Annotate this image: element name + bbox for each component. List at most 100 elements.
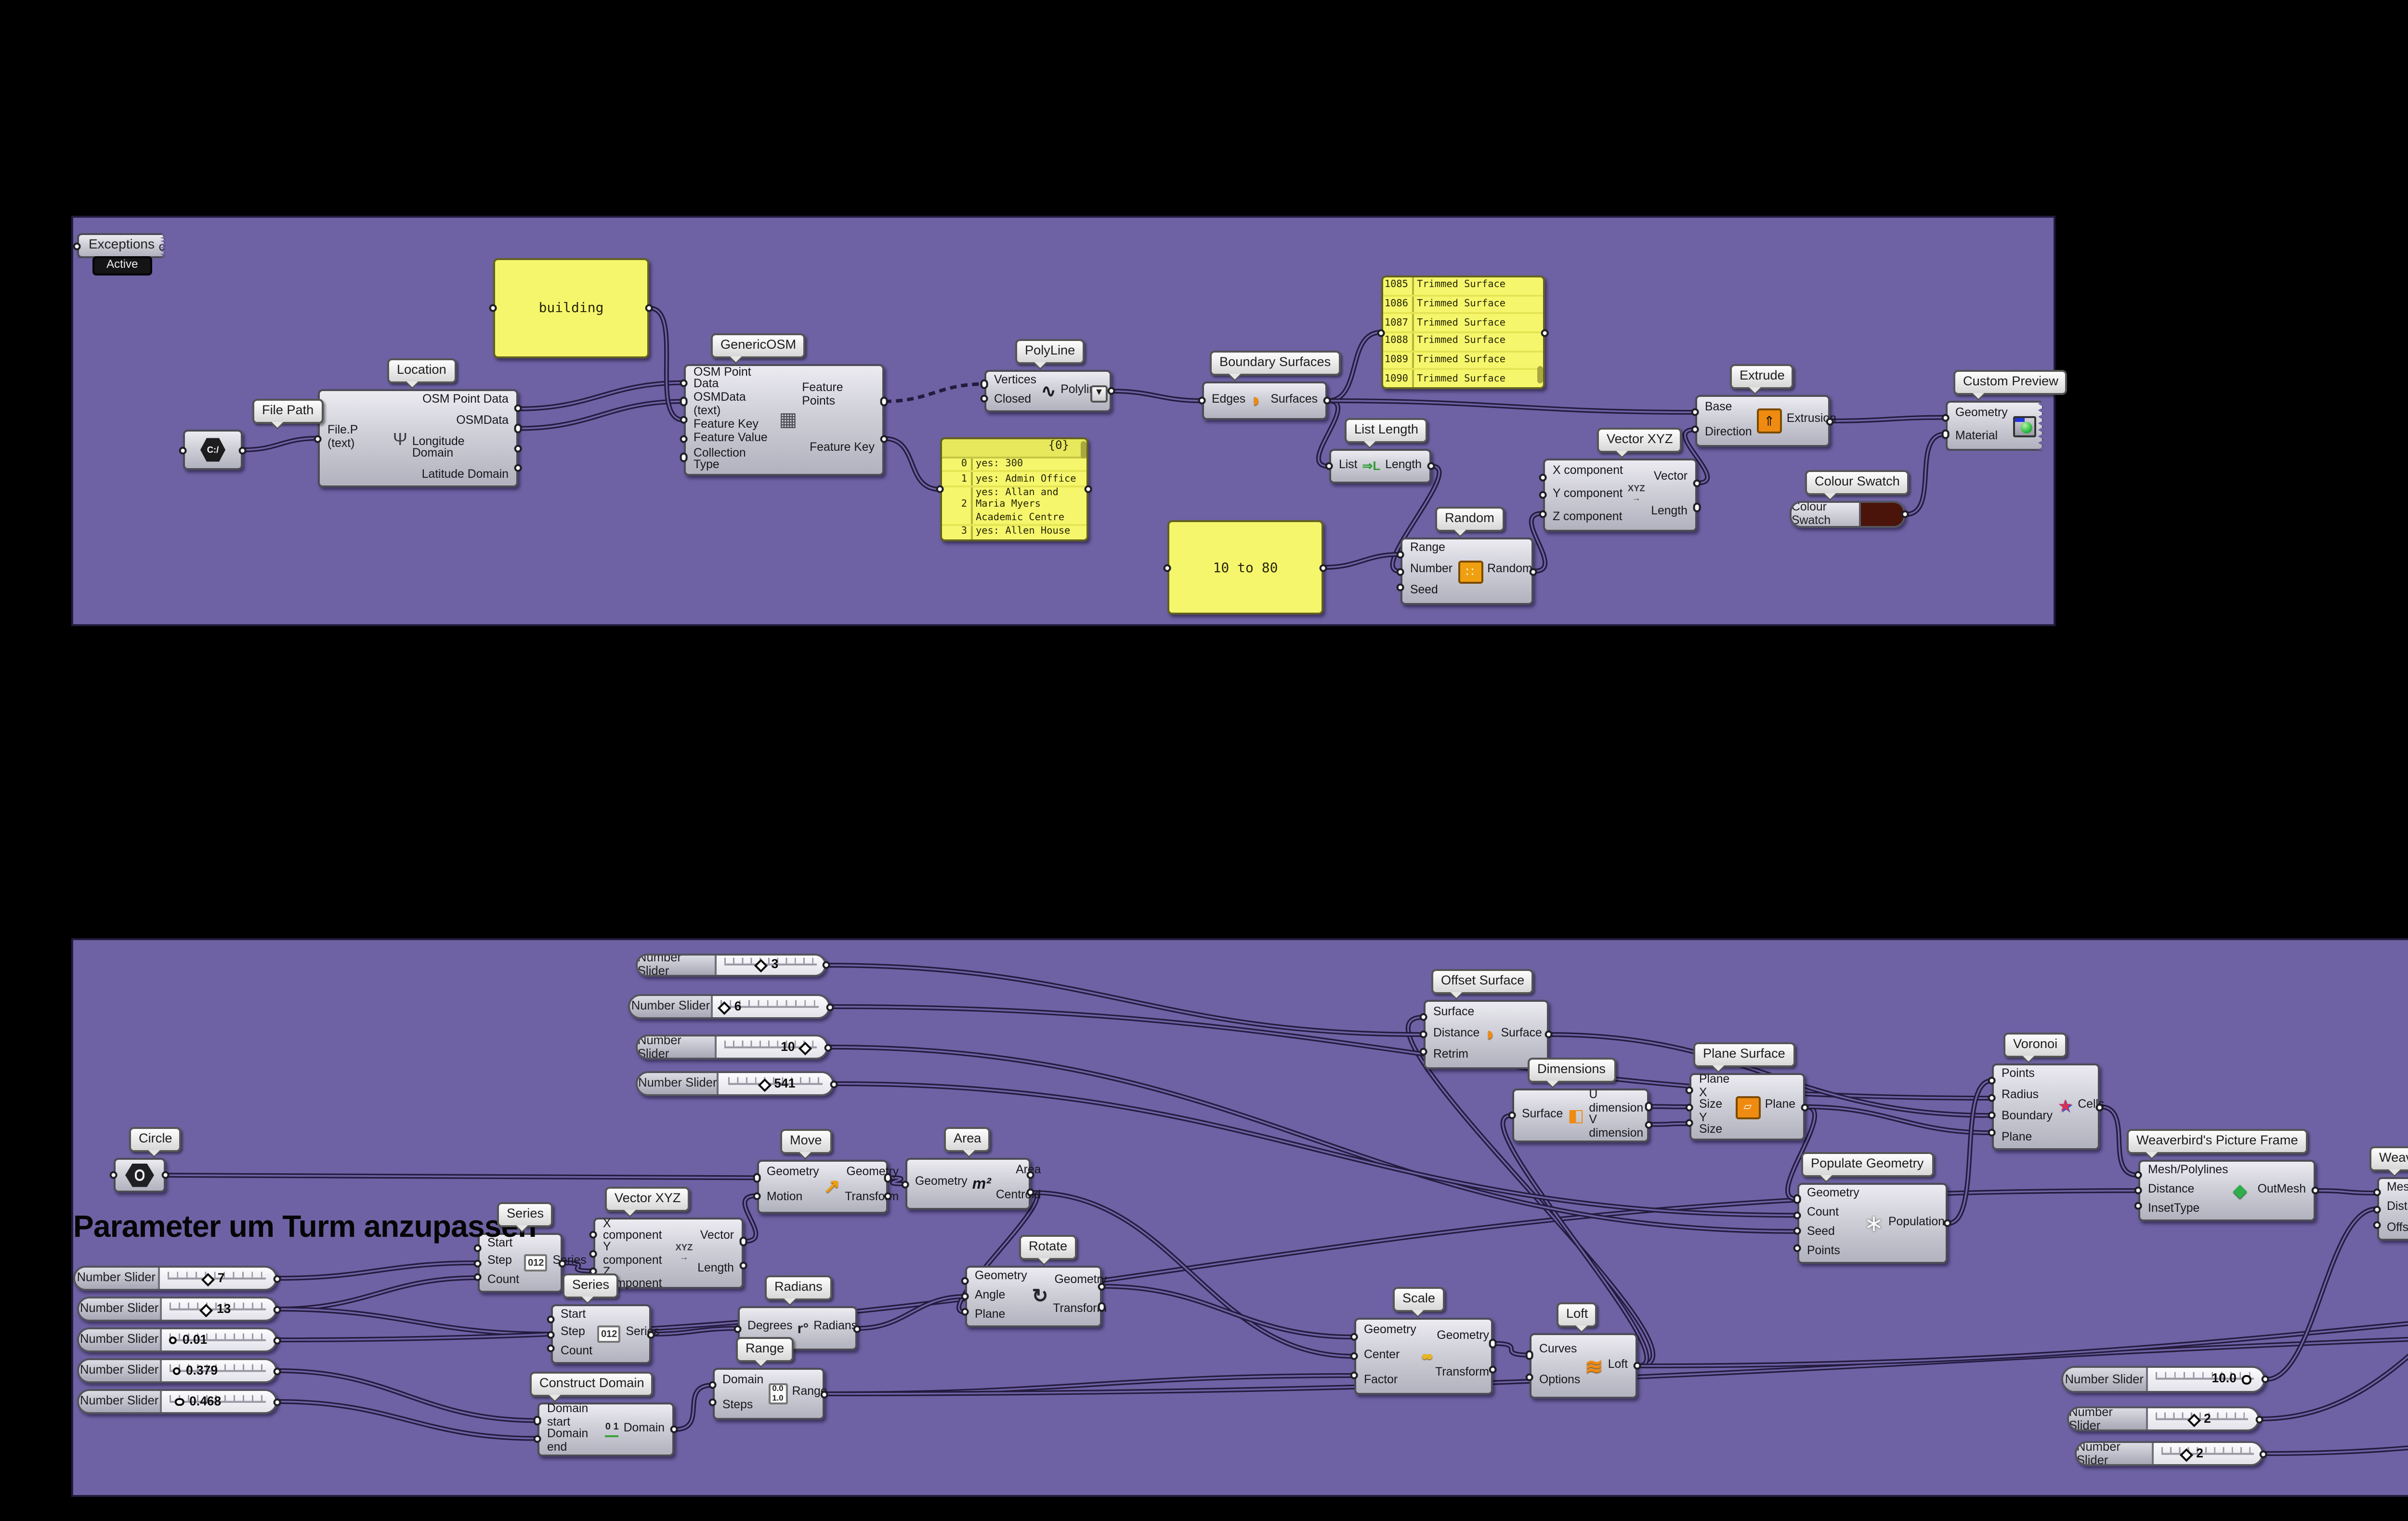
cdomain-port-in-0[interactable] [533, 1416, 541, 1425]
move-port-out-0[interactable] [884, 1173, 893, 1182]
location-port-out-1[interactable] [514, 424, 523, 433]
series2-port-in-0[interactable] [546, 1315, 555, 1324]
offset-port-in-2[interactable] [1419, 1048, 1427, 1056]
plsrf-port-in-1[interactable] [1685, 1102, 1693, 1111]
slider-track[interactable]: 10.0 [2147, 1368, 2264, 1391]
genericosm-port-out-0[interactable] [880, 397, 889, 406]
circle-port-out-0[interactable] [162, 1171, 170, 1180]
radians-port-out-0[interactable] [853, 1324, 862, 1333]
rotate-port-out-1[interactable] [1098, 1302, 1107, 1311]
circle-port-in-0[interactable] [109, 1171, 118, 1180]
populate-port-in-2[interactable] [1793, 1227, 1801, 1236]
boundary-port-in-0[interactable] [1197, 396, 1206, 405]
series2-port-in-2[interactable] [546, 1345, 555, 1353]
vxyz-port-in-1[interactable] [589, 1249, 597, 1258]
vectorxyz_t-port-out-1[interactable] [1693, 503, 1702, 511]
dims-port-out-1[interactable] [1645, 1120, 1654, 1128]
location-port-out-3[interactable] [514, 463, 523, 472]
cdomain-port-out-0[interactable] [670, 1425, 679, 1434]
populate-port-in-3[interactable] [1793, 1244, 1801, 1252]
pframe-port-in-0[interactable] [2133, 1171, 2142, 1180]
location-port-out-2[interactable] [514, 444, 523, 452]
node-canvas-bottom[interactable]: Parameter um Turm anzupassen Number Slid… [71, 938, 2408, 1497]
slider-handle[interactable] [175, 1397, 184, 1406]
trimmed_panel-port-out[interactable] [1541, 328, 1550, 337]
s001-port-out[interactable] [274, 1336, 282, 1344]
node-circle[interactable] [114, 1158, 166, 1193]
series1-port-in-0[interactable] [473, 1244, 482, 1252]
radians-port-in-0[interactable] [733, 1324, 742, 1333]
s2b-port-out[interactable] [2260, 1449, 2268, 1458]
loft-port-in-1[interactable] [1525, 1373, 1533, 1381]
panel-building_panel[interactable]: building [493, 258, 649, 358]
listlength-port-out-0[interactable] [1427, 462, 1436, 471]
voronoi-port-in-1[interactable] [1987, 1094, 1996, 1102]
voronoi-port-out-0[interactable] [2096, 1102, 2105, 1111]
plsrf-port-in-0[interactable] [1685, 1086, 1693, 1094]
genericosm-port-in-2[interactable] [679, 416, 688, 424]
vectorxyz_t-port-out-0[interactable] [1693, 479, 1702, 487]
slider-track[interactable]: 541 [719, 1073, 832, 1094]
node-boundary[interactable]: Edges◗Surfaces [1202, 381, 1327, 420]
cdomain-port-in-1[interactable] [533, 1434, 541, 1442]
extrude-port-in-1[interactable] [1690, 425, 1699, 434]
rotate-port-in-0[interactable] [960, 1277, 969, 1285]
slider-handle[interactable] [2241, 1375, 2251, 1384]
populate-port-in-0[interactable] [1793, 1195, 1801, 1203]
loft-port-in-0[interactable] [1525, 1351, 1533, 1359]
rotate-port-in-2[interactable] [960, 1308, 969, 1316]
scale-port-in-1[interactable] [1349, 1352, 1358, 1361]
populate-port-in-1[interactable] [1793, 1211, 1801, 1219]
slider-track[interactable]: 0.379 [161, 1360, 275, 1381]
series1-port-in-2[interactable] [473, 1273, 482, 1282]
loft-port-out-0[interactable] [1634, 1362, 1642, 1370]
thicken-port-in-2[interactable] [2372, 1220, 2381, 1229]
random-port-in-0[interactable] [1396, 550, 1404, 559]
s3-port-out[interactable] [823, 961, 831, 970]
series1-port-in-1[interactable] [473, 1259, 482, 1267]
colour-swatch-swatch_t[interactable]: Colour Swatch [1790, 501, 1905, 528]
s10-port-out[interactable] [824, 1043, 833, 1051]
swatch-color[interactable] [1859, 503, 1903, 526]
vectorxyz_t-port-in-2[interactable] [1538, 509, 1547, 518]
pframe-port-in-1[interactable] [2133, 1186, 2142, 1195]
panel-range_panel[interactable]: 10 to 80 [1167, 520, 1323, 615]
list_panel-port-in[interactable] [935, 485, 944, 494]
vectorxyz_t-port-in-1[interactable] [1538, 491, 1547, 499]
slider-track[interactable]: 7 [159, 1268, 275, 1289]
preview_t-port-in-0[interactable] [1941, 413, 1950, 421]
area-port-in-0[interactable] [901, 1180, 909, 1188]
offset-port-out-0[interactable] [1545, 1030, 1554, 1039]
slider-track[interactable]: 10 [717, 1036, 826, 1058]
s13-port-out[interactable] [274, 1305, 282, 1313]
scale-port-in-2[interactable] [1349, 1371, 1358, 1380]
move-port-out-1[interactable] [884, 1192, 893, 1200]
vectorxyz_t-port-in-0[interactable] [1538, 472, 1547, 481]
plsrf-port-out-0[interactable] [1801, 1102, 1810, 1111]
range-port-in-1[interactable] [708, 1398, 717, 1407]
node-exceptions[interactable]: Exceptions∞ [77, 233, 166, 258]
boundary-port-out-0[interactable] [1323, 396, 1332, 405]
list_panel-port-out[interactable] [1085, 485, 1093, 494]
s2a-port-out[interactable] [2256, 1415, 2264, 1423]
rotate-port-in-1[interactable] [960, 1292, 969, 1301]
